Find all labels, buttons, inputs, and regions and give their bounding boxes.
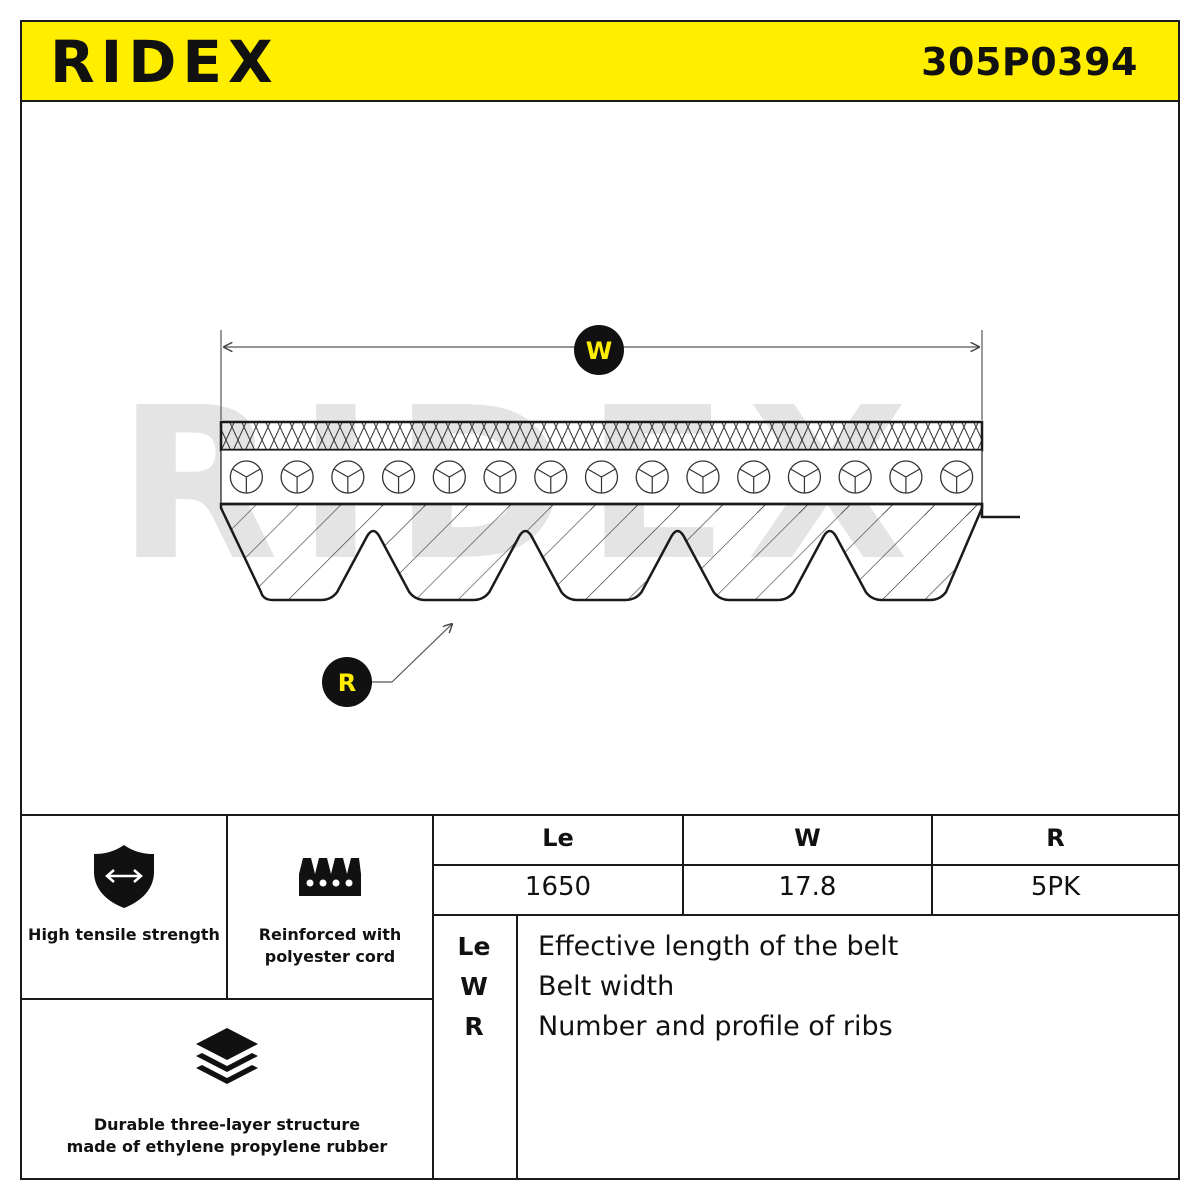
dimensions-table: Le W R 1650 17.8 5PK bbox=[434, 816, 1178, 916]
feature-label-line1: Reinforced with bbox=[258, 925, 402, 944]
legend-key-w: W bbox=[460, 972, 488, 1001]
header-le: Le bbox=[542, 824, 574, 852]
legend-text-le: Effective length of the belt bbox=[538, 931, 899, 962]
cord-strand bbox=[635, 460, 669, 494]
legend-key-le: Le bbox=[457, 932, 491, 961]
feature-label-line1: Durable three-layer structure bbox=[93, 1115, 361, 1134]
belt-ribs bbox=[219, 502, 984, 602]
value-w: 17.8 bbox=[778, 872, 837, 902]
legend-key-r: R bbox=[464, 1012, 484, 1041]
feature-reinforced: Reinforced with polyester cord bbox=[228, 816, 434, 1000]
cord-strand bbox=[534, 460, 568, 494]
cord-strand bbox=[280, 460, 314, 494]
cord-strand bbox=[331, 460, 365, 494]
brand-logo: RIDEX bbox=[50, 28, 279, 96]
cord-strand bbox=[889, 460, 923, 494]
value-le: 1650 bbox=[524, 872, 592, 902]
cord-strand bbox=[939, 460, 974, 494]
rib-callout-badge: R bbox=[322, 657, 372, 707]
legend: Le W R Effective length of the belt Belt… bbox=[434, 916, 1178, 1178]
part-number: 305P0394 bbox=[921, 40, 1138, 84]
cord-strand bbox=[737, 460, 771, 494]
feature-label-line2: polyester cord bbox=[264, 947, 396, 966]
legend-text-r: Number and profile of ribs bbox=[538, 1011, 893, 1042]
header-r: R bbox=[1046, 824, 1065, 852]
cord-strand bbox=[584, 460, 619, 494]
feature-label-line2: made of ethylene propylene rubber bbox=[66, 1137, 388, 1156]
feature-three-layer: Durable three-layer structure made of et… bbox=[22, 1000, 434, 1178]
layers-icon bbox=[196, 1028, 258, 1084]
cord-strand bbox=[686, 460, 720, 494]
belt-cross-section-drawing: RIDEX W bbox=[22, 102, 1178, 814]
legend-text-w: Belt width bbox=[538, 971, 675, 1002]
cord-strand bbox=[483, 460, 517, 494]
polyester-cords bbox=[229, 460, 974, 494]
cord-strand bbox=[787, 460, 822, 494]
shield-arrows-icon bbox=[94, 845, 154, 908]
header-w: W bbox=[794, 824, 821, 852]
feature-tensile: High tensile strength bbox=[22, 816, 228, 1000]
specification-table: High tensile strength Reinforced with po… bbox=[22, 814, 1178, 1178]
value-r: 5PK bbox=[1030, 872, 1081, 902]
header-bar: RIDEX 305P0394 bbox=[22, 22, 1178, 102]
belt-top-layer bbox=[219, 420, 984, 452]
svg-text:W: W bbox=[586, 337, 612, 365]
belt-diagram-svg: RIDEX W bbox=[117, 325, 1020, 707]
cord-strand bbox=[229, 460, 264, 494]
feature-label: High tensile strength bbox=[28, 925, 220, 944]
cord-ribs-icon bbox=[299, 858, 361, 896]
width-callout-badge: W bbox=[574, 325, 624, 375]
cord-strand bbox=[838, 460, 872, 494]
svg-text:RIDEX: RIDEX bbox=[50, 28, 279, 96]
cord-strand bbox=[432, 460, 466, 494]
svg-text:R: R bbox=[338, 669, 356, 697]
cord-strand bbox=[381, 460, 416, 494]
rib-callout-leader bbox=[368, 624, 452, 683]
product-sheet: RIDEX 305P0394 RIDEX bbox=[20, 20, 1180, 1180]
